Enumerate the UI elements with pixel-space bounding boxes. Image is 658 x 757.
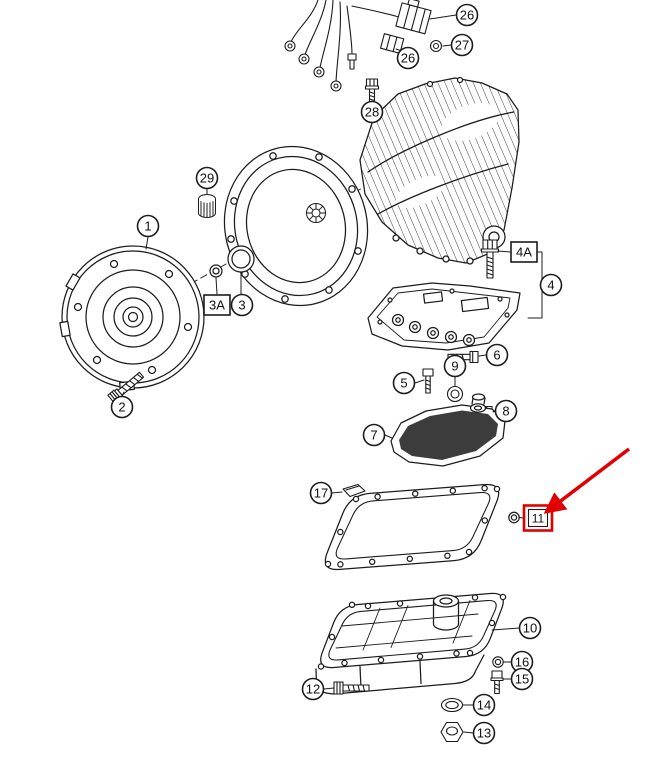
callout-label: 29 [200,171,214,186]
callout-label: 6 [493,348,500,363]
callout-bubble [510,667,534,691]
callout-bubble [396,46,420,70]
callout-2[interactable]: 2 [110,395,134,419]
callout-label: 27 [455,38,469,53]
callout-8[interactable]: 8 [494,399,518,423]
callout-bubble [455,3,479,27]
callout-5[interactable]: 5 [392,371,416,395]
callout-bubble [136,214,160,238]
callout-29[interactable]: 29 [195,166,219,190]
callout-label: 8 [502,404,509,419]
callout-bubble [485,343,509,367]
transmission-case-drawing [359,76,520,265]
callout-10[interactable]: 10 [518,616,542,640]
callout-label: 9 [451,359,458,374]
callout-bubble [518,616,542,640]
callout-bubble [472,693,496,717]
oil-pan-drawing [315,592,507,695]
callout-bubble [309,481,333,505]
callout-12[interactable]: 12 [301,677,325,701]
callout-bubble [110,395,134,419]
callout-label: 3 [238,298,245,313]
callout-4[interactable]: 4 [539,273,563,297]
callout-bubble [494,399,518,423]
callout-3a[interactable]: 3A [203,294,231,316]
callout-label: 28 [365,105,379,120]
callout-bubble [230,293,254,317]
callout-11-highlighted[interactable]: 11 [522,504,554,532]
callout-bubble [301,677,325,701]
red-arrow-annotation [543,447,631,514]
callout-6[interactable]: 6 [485,343,509,367]
oil-filter-drawing [390,393,506,467]
callout-26-top[interactable]: 26 [455,3,479,27]
callout-17[interactable]: 17 [309,481,333,505]
input-shaft-drawing [306,203,326,223]
callout-28[interactable]: 28 [360,100,384,124]
wiring-harness-drawing [284,0,443,92]
callout-label: 26 [460,8,474,23]
callout-bubble [539,273,563,297]
callout-1[interactable]: 1 [136,214,160,238]
magnet-17-drawing [342,483,366,498]
bolt-28-drawing [364,78,380,104]
callout-bubble [392,371,416,395]
callout-15[interactable]: 15 [510,667,534,691]
callout-bubble [195,166,219,190]
callout-27[interactable]: 27 [450,33,474,57]
callout-bubble [362,423,386,447]
plug-29-drawing [198,194,216,218]
seal-rings-drawing [209,245,255,278]
callout-bubble [527,508,549,528]
callout-label: 11 [532,512,545,526]
callout-label: 5 [400,376,407,391]
callout-label: 4A [516,245,532,260]
bolt-4a-drawing [480,239,500,279]
callout-label: 3A [209,298,225,313]
callout-4a[interactable]: 4A [510,241,538,263]
callout-bubble [472,721,496,745]
callout-label: 17 [314,486,328,501]
callout-label: 26 [401,51,415,66]
callout-9[interactable]: 9 [443,354,467,378]
callout-14[interactable]: 14 [472,693,496,717]
callout-13[interactable]: 13 [472,721,496,745]
callout-bubble [360,100,384,124]
callout-bubble [510,241,538,263]
oil-pan-gasket-drawing [324,483,520,571]
callout-label: 7 [370,428,377,443]
callout-label: 14 [477,698,491,713]
callout-label: 12 [306,682,320,697]
callout-label: 1 [144,219,151,234]
bell-housing-drawing [223,145,369,307]
callout-bubble [203,294,231,316]
harness-connector [395,0,432,35]
torque-converter-drawing [59,245,205,392]
callout-label: 13 [477,726,491,741]
callout-label: 10 [523,621,537,636]
valve-body-drawing [367,282,521,351]
harness-connector-small [379,33,405,54]
callout-7[interactable]: 7 [362,423,386,447]
callout-label: 4 [547,278,554,293]
callout-bubble [450,33,474,57]
callout-3[interactable]: 3 [230,293,254,317]
callout-16[interactable]: 16 [510,650,534,674]
callout-26-harness[interactable]: 26 [396,46,420,70]
callout-label: 16 [515,655,529,670]
callout-bubble [443,354,467,378]
callout-label: 2 [118,400,125,415]
callout-label: 15 [515,672,529,687]
